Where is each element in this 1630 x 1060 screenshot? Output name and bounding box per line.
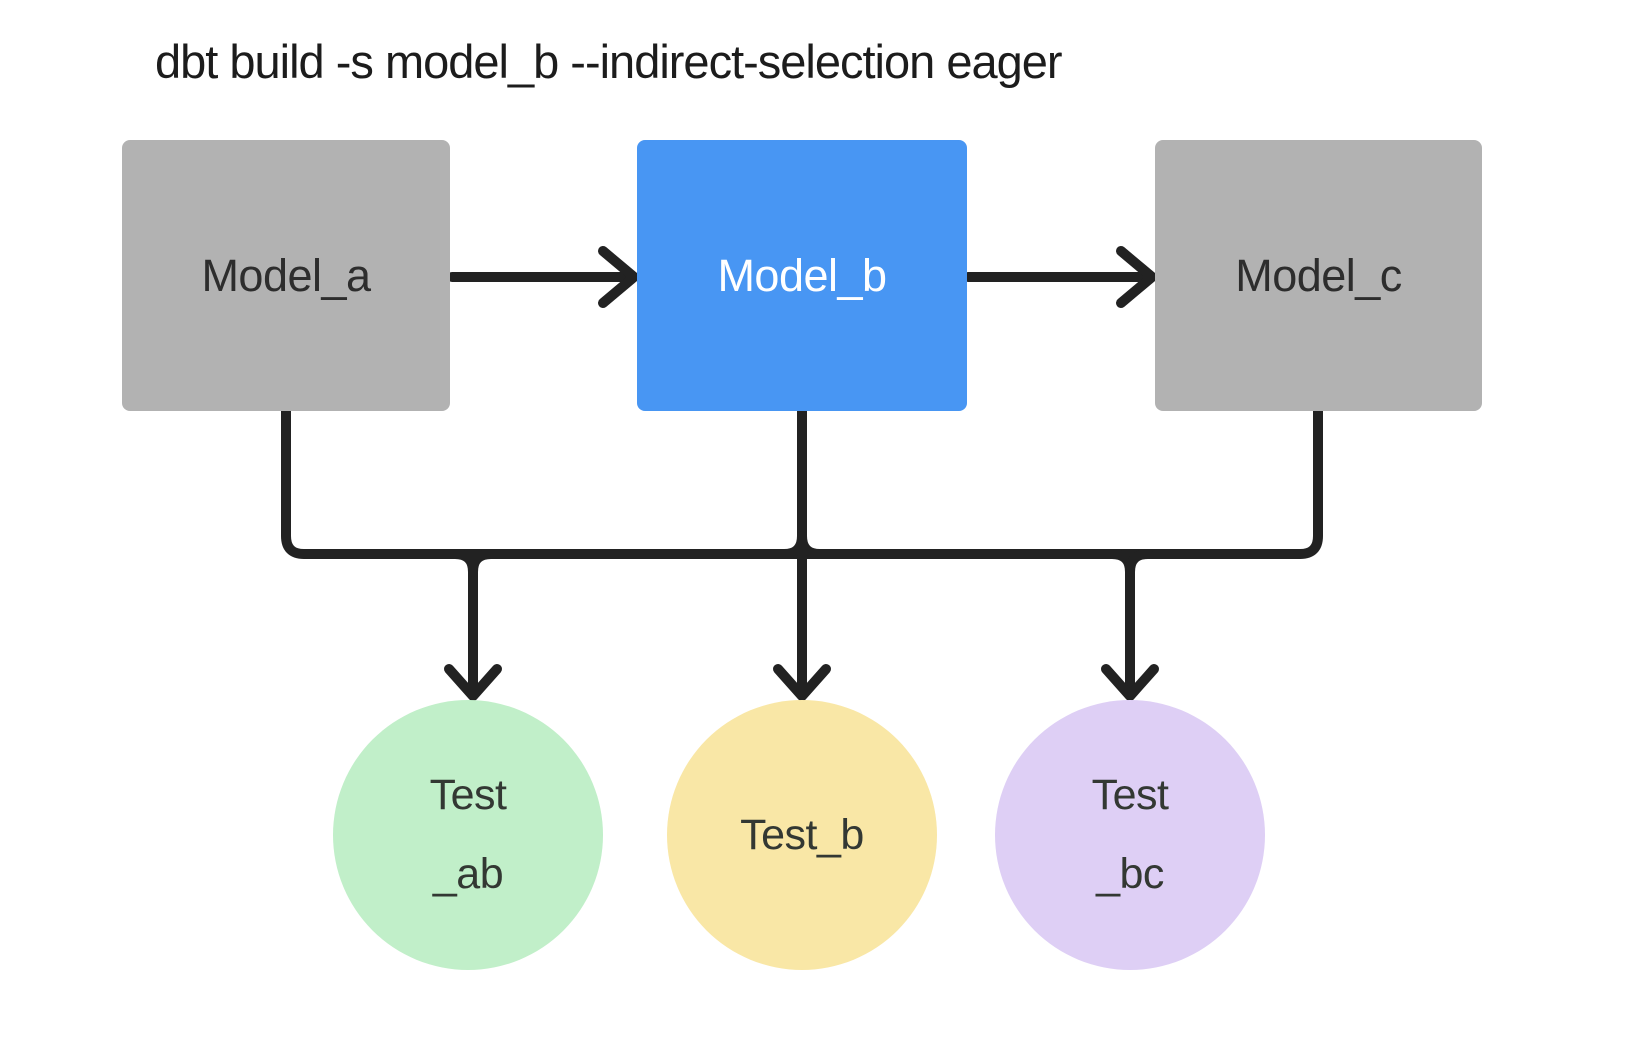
node-model-a: Model_a xyxy=(122,140,450,411)
node-model-c-label: Model_c xyxy=(1235,249,1402,301)
fillet-test_bc-right xyxy=(1125,549,1153,577)
diagram-title: dbt build -s model_b --indirect-selectio… xyxy=(155,35,1063,88)
node-test-b: Test_b xyxy=(667,700,937,970)
node-test-bc-label-line2: _bc xyxy=(1096,850,1164,898)
node-model-c: Model_c xyxy=(1155,140,1482,411)
node-test-bc-label-line1: Test xyxy=(1091,771,1169,819)
fillet-test_ab-right xyxy=(468,549,496,577)
node-test-ab-label-line1: Test xyxy=(429,771,507,819)
node-test-ab-label-line2: _ab xyxy=(432,850,504,898)
node-model-b: Model_b xyxy=(637,140,967,411)
arrowhead-model_b-icon xyxy=(598,246,639,308)
arrowhead-test_bc-icon xyxy=(1101,664,1159,701)
node-test-ab: Test _ab xyxy=(333,700,603,970)
node-test-bc: Test _bc xyxy=(995,700,1265,970)
node-model-a-label: Model_a xyxy=(201,249,371,301)
node-test-b-label: Test_b xyxy=(740,810,864,859)
fillet-model_b-right xyxy=(797,531,825,559)
node-model-b-label: Model_b xyxy=(717,249,887,301)
arrowhead-test_ab-icon xyxy=(444,664,502,701)
arrowhead-model_c-icon xyxy=(1116,246,1157,308)
connector-lines xyxy=(281,246,1323,701)
arrowhead-test_b-icon xyxy=(773,664,831,701)
